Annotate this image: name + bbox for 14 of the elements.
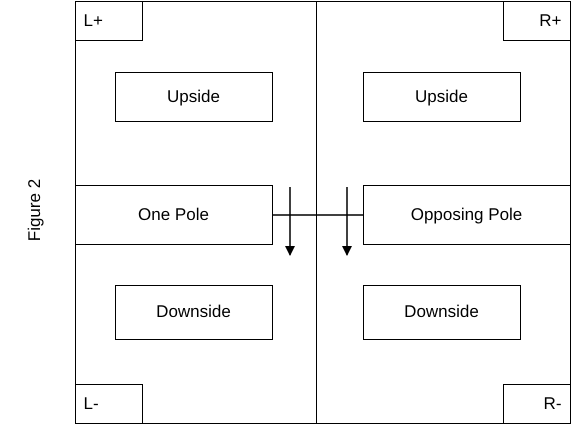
label-box: Downside bbox=[114, 284, 272, 340]
panel-frame bbox=[75, 1, 317, 424]
corner-label-box: R+ bbox=[502, 0, 570, 40]
label-box: Upside bbox=[362, 72, 520, 122]
label-box: One Pole bbox=[74, 184, 272, 244]
connector-line bbox=[273, 214, 363, 216]
label-box: Downside bbox=[362, 284, 520, 340]
figure-caption: Figure 2 bbox=[25, 178, 45, 244]
corner-label-box: L+ bbox=[74, 0, 142, 40]
corner-label-box: L- bbox=[74, 384, 142, 424]
panel-frame bbox=[316, 1, 571, 424]
label-box: Opposing Pole bbox=[362, 184, 570, 244]
label-box: Upside bbox=[114, 72, 272, 122]
corner-label-box: R- bbox=[502, 384, 570, 424]
